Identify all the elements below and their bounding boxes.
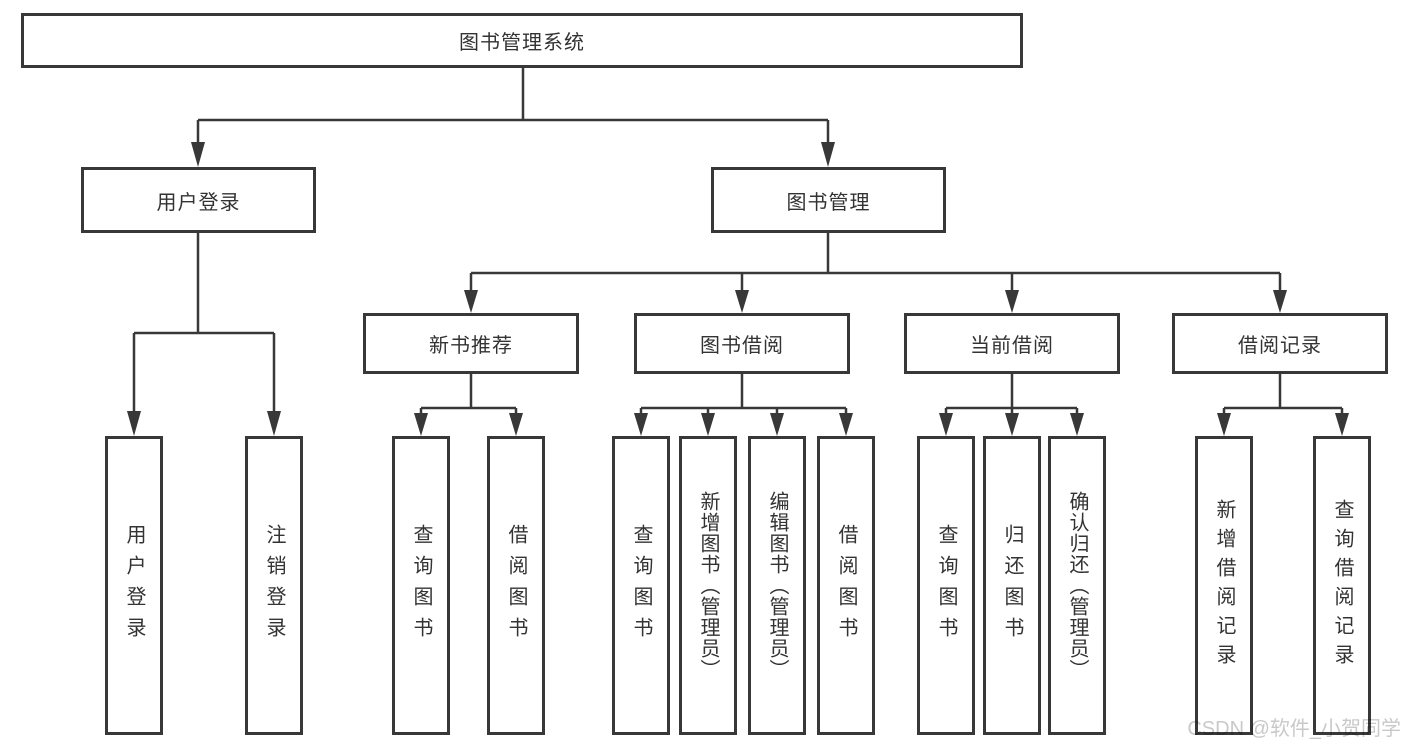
node-label: 图书管理系统	[459, 32, 585, 54]
leaf-label: 新增图书（管理员）	[697, 491, 719, 680]
node-book-management: 图书管理	[711, 167, 946, 233]
leaf-user-login: 用户登录	[105, 436, 163, 735]
leaf-label: 新增借阅记录	[1213, 498, 1235, 673]
leaf-label: 注销登录	[263, 523, 285, 648]
leaf-label: 借阅图书	[835, 523, 857, 648]
leaf-logout: 注销登录	[245, 436, 303, 735]
leaf-borrow-books: 借阅图书	[817, 436, 875, 735]
leaf-confirm-return-admin: 确认归还（管理员）	[1048, 436, 1106, 735]
node-library-management-system: 图书管理系统	[21, 13, 1023, 68]
leaf-label: 用户登录	[123, 523, 145, 648]
node-new-book-recommendation: 新书推荐	[363, 313, 579, 374]
leaf-label: 查询图书	[630, 523, 652, 648]
node-current-borrowing: 当前借阅	[904, 313, 1120, 374]
node-label: 新书推荐	[429, 335, 513, 357]
leaf-query-books: 查询图书	[612, 436, 670, 735]
leaf-query-books: 查询图书	[392, 436, 450, 735]
node-label: 当前借阅	[970, 335, 1054, 357]
leaf-add-borrow-record: 新增借阅记录	[1195, 436, 1253, 735]
node-label: 图书借阅	[700, 335, 784, 357]
leaf-edit-books-admin: 编辑图书（管理员）	[748, 436, 806, 735]
csdn-watermark: CSDN @软件_小贺同学	[1187, 718, 1401, 740]
leaf-label: 编辑图书（管理员）	[766, 491, 788, 680]
leaf-add-books-admin: 新增图书（管理员）	[679, 436, 737, 735]
leaf-borrow-books: 借阅图书	[487, 436, 545, 735]
leaf-label: 归还图书	[1001, 523, 1023, 648]
node-user-login: 用户登录	[81, 167, 316, 233]
leaf-label: 查询图书	[410, 523, 432, 648]
node-book-borrowing: 图书借阅	[634, 313, 850, 374]
leaf-query-books: 查询图书	[917, 436, 975, 735]
node-label: 图书管理	[786, 191, 871, 214]
node-label: 借阅记录	[1238, 335, 1322, 357]
leaf-return-books: 归还图书	[983, 436, 1041, 735]
leaf-label: 借阅图书	[505, 523, 527, 648]
leaf-label: 查询图书	[935, 523, 957, 648]
node-borrowing-records: 借阅记录	[1172, 313, 1388, 374]
leaf-label: 查询借阅记录	[1331, 498, 1353, 673]
leaf-query-borrow-record: 查询借阅记录	[1313, 436, 1371, 735]
node-label: 用户登录	[156, 191, 241, 214]
leaf-label: 确认归还（管理员）	[1066, 491, 1088, 680]
